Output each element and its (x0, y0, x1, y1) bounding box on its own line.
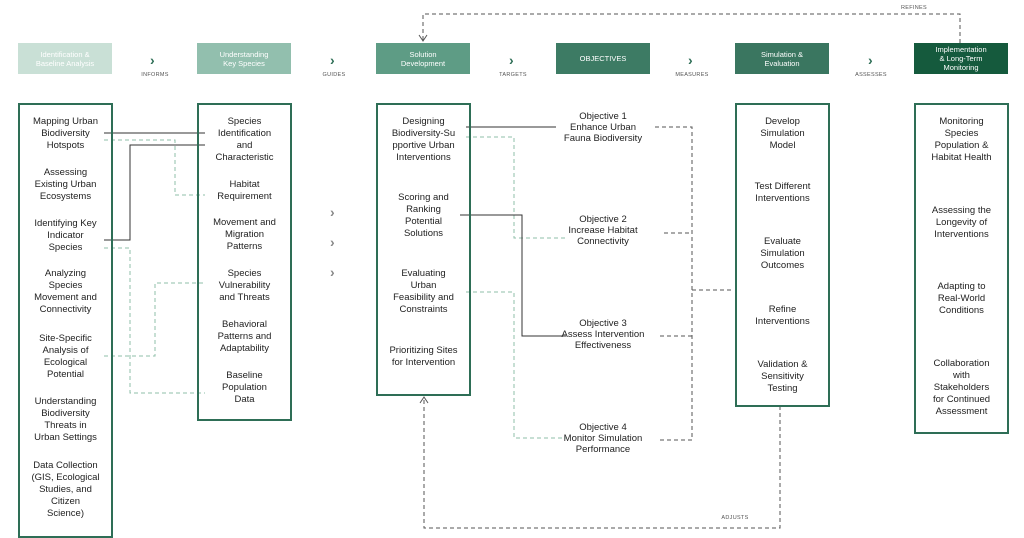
item-data-collection: Data Collection (GIS, Ecological Studies… (31, 460, 100, 519)
flow-label-measures: MEASURES (675, 72, 709, 78)
header-implementation: Implementation & Long-Term Monitoring (914, 43, 1008, 74)
item-habitat-requirement: Habitat Requirement (217, 179, 272, 202)
column-solution-development: Designing Biodiversity-Su pportive Urban… (376, 103, 471, 396)
item-feasibility: Evaluating Urban Feasibility and Constra… (393, 268, 454, 315)
header-key-species: Understanding Key Species (197, 43, 291, 74)
column-simulation: Develop Simulation Model Test Different … (735, 103, 830, 407)
header-simulation: Simulation & Evaluation (735, 43, 829, 74)
objective-1: Objective 1 Enhance Urban Fauna Biodiver… (563, 111, 643, 144)
header-identification: Identification & Baseline Analysis (18, 43, 112, 74)
refines-arrow (422, 13, 961, 43)
flow-label-adjusts: ADJUSTS (721, 515, 749, 521)
objective-3: Objective 3 Assess Intervention Effectiv… (561, 318, 645, 351)
item-adapting-conditions: Adapting to Real-World Conditions (937, 281, 986, 316)
chevron-right-icon: › (688, 52, 693, 68)
objective-2: Objective 2 Increase Habitat Connectivit… (568, 214, 638, 247)
item-prioritizing-sites: Prioritizing Sites for Intervention (389, 345, 458, 368)
item-behavioral-patterns: Behavioral Patterns and Adaptability (217, 319, 272, 354)
link-designing-obj2 (466, 136, 566, 239)
link-hotspots-habitat (104, 139, 205, 196)
item-species-identification: Species Identification and Characteristi… (215, 116, 274, 163)
item-scoring-solutions: Scoring and Ranking Potential Solutions (398, 192, 449, 239)
flow-label-informs: INFORMS (141, 72, 169, 78)
objective-4: Objective 4 Monitor Simulation Performan… (563, 422, 643, 455)
item-validation-testing: Validation & Sensitivity Testing (757, 359, 808, 394)
link-objectives-simulation (655, 126, 734, 441)
flow-label-refines: REFINES (901, 5, 927, 11)
item-designing-interventions: Designing Biodiversity-Su pportive Urban… (391, 116, 456, 163)
item-test-interventions: Test Different Interventions (754, 181, 811, 204)
item-baseline-population: Baseline Population Data (222, 370, 267, 405)
chevron-right-icon: › (330, 52, 335, 68)
item-evaluate-outcomes: Evaluate Simulation Outcomes (760, 236, 805, 271)
chevron-right-icon: › (509, 52, 514, 68)
item-migration-patterns: Movement and Migration Patterns (213, 217, 276, 252)
header-objectives: OBJECTIVES (556, 43, 650, 74)
column-key-species: Species Identification and Characteristi… (197, 103, 292, 421)
link-indicator-characteristic (104, 144, 205, 241)
item-vulnerability: Species Vulnerability and Threats (218, 268, 271, 303)
item-refine-interventions: Refine Interventions (755, 304, 810, 327)
item-site-analysis: Site-Specific Analysis of Ecological Pot… (39, 333, 92, 380)
chevron-right-icon: › (330, 264, 335, 280)
item-collaboration: Collaboration with Stakeholders for Cont… (932, 358, 991, 417)
link-indicator-baseline (104, 247, 205, 394)
link-scoring-obj3 (460, 214, 566, 337)
column-implementation: Monitoring Species Population & Habitat … (914, 103, 1009, 434)
item-longevity: Assessing the Longevity of Interventions (931, 205, 992, 240)
flow-label-targets: TARGETS (499, 72, 527, 78)
column-identification: Mapping Urban Biodiversity Hotspots Asse… (18, 103, 113, 538)
flow-label-assesses: ASSESSES (855, 72, 887, 78)
chevron-right-icon: › (150, 52, 155, 68)
item-species-movement: Analyzing Species Movement and Connectiv… (34, 268, 97, 315)
item-biodiversity-threats: Understanding Biodiversity Threats in Ur… (34, 396, 97, 443)
item-monitoring-species: Monitoring Species Population & Habitat … (931, 116, 992, 163)
link-site-vulnerability (104, 282, 205, 357)
item-indicator-species: Identifying Key Indicator Species (34, 218, 97, 253)
item-develop-model: Develop Simulation Model (760, 116, 805, 151)
chevron-right-icon: › (868, 52, 873, 68)
item-assessing-ecosystems: Assessing Existing Urban Ecosystems (34, 167, 97, 202)
adjusts-arrow (423, 398, 781, 529)
flow-label-guides: GUIDES (322, 72, 346, 78)
link-evaluating-obj4 (466, 291, 566, 439)
header-solution-development: Solution Development (376, 43, 470, 74)
chevron-right-icon: › (330, 234, 335, 250)
item-mapping-hotspots: Mapping Urban Biodiversity Hotspots (33, 116, 98, 151)
chevron-right-icon: › (330, 204, 335, 220)
